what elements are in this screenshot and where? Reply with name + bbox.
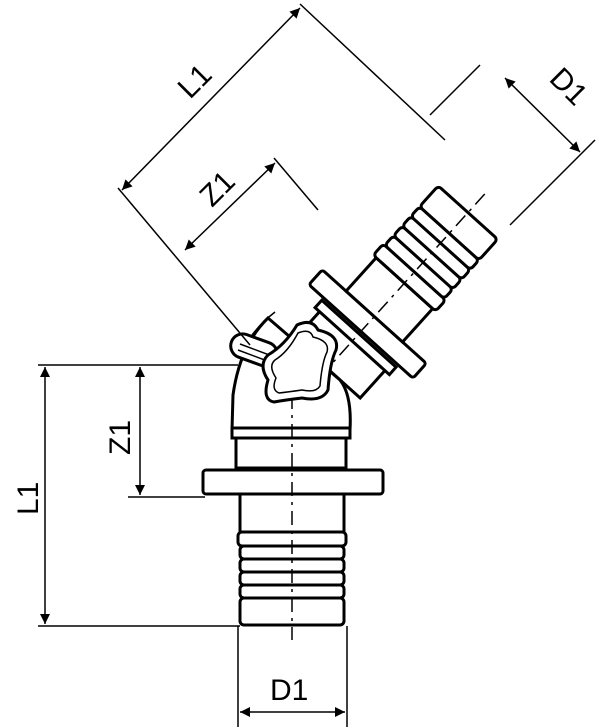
label-d1-angled: D1: [543, 62, 593, 112]
angled-ribs: [373, 185, 498, 312]
star-knob-icon: [261, 320, 339, 404]
label-z1-vertical: Z1: [104, 420, 137, 455]
angled-leg: [292, 185, 498, 403]
vertical-dimensions: L1 Z1 D1: [12, 364, 348, 727]
label-l1-vertical: L1: [12, 482, 45, 515]
label-d1-bottom: D1: [270, 674, 308, 707]
vertical-leg: [201, 395, 385, 640]
label-z1-angled: Z1: [194, 165, 242, 213]
knob: [229, 320, 339, 404]
